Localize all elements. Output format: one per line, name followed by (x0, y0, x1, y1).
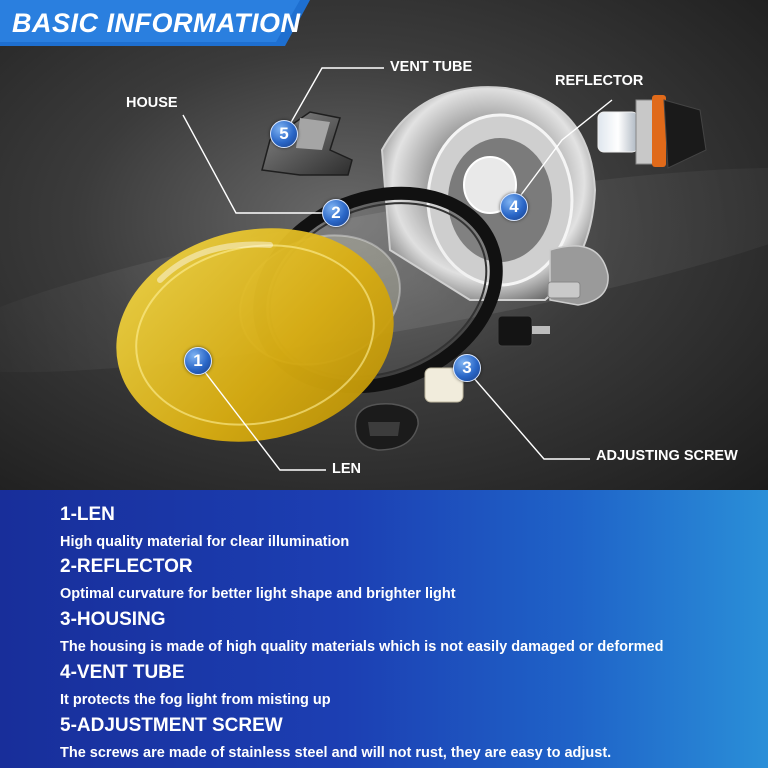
callout-reflector: REFLECTOR (555, 73, 644, 89)
marker-5: 5 (270, 120, 298, 148)
feature-item-reflector: 2-REFLECTOR Optimal curvature for better… (60, 556, 760, 604)
parts-illustration (116, 67, 707, 471)
marker-3: 3 (453, 354, 481, 382)
feature-title: 2-REFLECTOR (60, 556, 193, 577)
feature-title: 3-HOUSING (60, 609, 166, 630)
connector-plug-icon (354, 403, 419, 451)
feature-description: High quality material for clear illumina… (60, 534, 350, 550)
feature-item-housing: 3-HOUSING The housing is made of high qu… (60, 609, 760, 657)
feature-title: 5-ADJUSTMENT SCREW (60, 715, 283, 736)
fog-light-lens-icon (116, 228, 394, 442)
feature-title: 4-VENT TUBE (60, 662, 185, 683)
marker-1: 1 (184, 347, 212, 375)
feature-description: The housing is made of high quality mate… (60, 639, 664, 655)
callout-house: HOUSE (126, 95, 178, 111)
marker-4: 4 (500, 193, 528, 221)
feature-description: The screws are made of stainless steel a… (60, 745, 612, 761)
feature-description: It protects the fog light from misting u… (60, 692, 331, 708)
marker-2: 2 (322, 199, 350, 227)
feature-item-adjustment-screw: 5-ADJUSTMENT SCREW The screws are made o… (60, 715, 760, 763)
feature-item-vent-tube: 4-VENT TUBE It protects the fog light fr… (60, 662, 760, 710)
callout-vent-tube: VENT TUBE (390, 59, 473, 75)
feature-item-len: 1-LEN High quality material for clear il… (60, 504, 760, 552)
feature-description: Optimal curvature for better light shape… (60, 586, 456, 602)
leader-lines (182, 67, 613, 471)
adjusting-screw-icon (424, 281, 581, 403)
callout-adjusting-screw: ADJUSTING SCREW (596, 448, 738, 464)
exploded-view: BASIC INFORMATION VENT TUBE REFLECTOR HO… (0, 0, 768, 490)
feature-title: 1-LEN (60, 504, 115, 525)
callout-len: LEN (332, 461, 361, 477)
page-title: BASIC INFORMATION (12, 8, 301, 38)
reflector-icon (380, 86, 609, 306)
vent-tube-icon (261, 111, 353, 176)
h11-bulb-icon (597, 95, 707, 169)
features-panel: 1-LEN High quality material for clear il… (0, 490, 768, 768)
header-banner (0, 0, 310, 46)
